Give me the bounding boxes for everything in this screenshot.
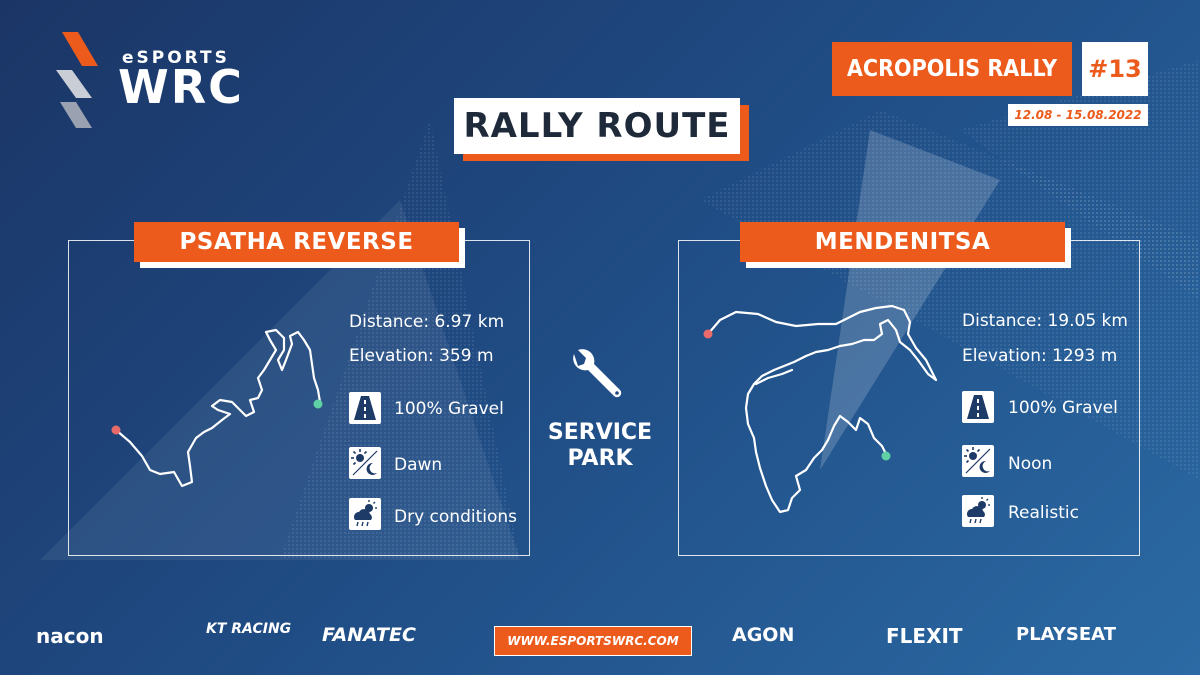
stage-weather: Realistic xyxy=(1008,503,1079,523)
weather-icon xyxy=(349,498,381,530)
stage-map-psatha xyxy=(111,328,323,488)
event-dates: 12.08 - 15.08.2022 xyxy=(1008,104,1148,126)
service-park-label: SERVICE PARK xyxy=(540,420,660,472)
logo-esports-text: eSPORTS xyxy=(122,48,230,68)
stage-name-psatha: PSATHA REVERSE xyxy=(134,222,459,262)
weather-icon xyxy=(962,495,994,527)
sponsor-playseat-logo: PLAYSEAT xyxy=(1016,624,1116,645)
finish-marker xyxy=(313,399,323,409)
road-icon xyxy=(349,392,381,424)
stage-name-mendenitsa: MENDENITSA xyxy=(740,222,1065,262)
stage-elevation: Elevation: 359 m xyxy=(349,346,494,366)
stage-surface: 100% Gravel xyxy=(394,399,504,419)
finish-marker xyxy=(881,451,891,461)
stage-weather: Dry conditions xyxy=(394,507,518,527)
sponsor-fanatec-logo: FANATEC xyxy=(322,624,416,646)
stage-surface: 100% Gravel xyxy=(1008,398,1118,418)
stage-distance: Distance: 19.05 km xyxy=(962,311,1128,331)
stage-map-mendenitsa xyxy=(703,304,938,514)
sponsor-agon-logo: AGON xyxy=(732,624,795,646)
road-icon xyxy=(962,391,994,423)
page-title: RALLY ROUTE xyxy=(454,98,740,154)
sponsor-kt-racing-logo: KT RACING xyxy=(206,621,292,637)
start-marker xyxy=(111,425,121,435)
wrench-icon xyxy=(573,349,622,398)
event-number: #13 xyxy=(1082,42,1148,96)
time-of-day-icon xyxy=(962,445,994,477)
event-name: ACROPOLIS RALLY xyxy=(832,42,1072,96)
start-marker xyxy=(703,329,713,339)
service-line-1: SERVICE xyxy=(547,420,653,445)
stage-time: Noon xyxy=(1008,454,1053,474)
stage-time: Dawn xyxy=(394,455,443,475)
website-link[interactable]: WWW.ESPORTSWRC.COM xyxy=(494,626,692,656)
sponsor-nacon-logo: nacon xyxy=(36,624,104,648)
time-of-day-icon xyxy=(349,447,381,479)
sponsor-flexit-logo: FLEXIT xyxy=(886,624,963,648)
logo-wrc-text: WRC xyxy=(118,60,244,114)
stage-elevation: Elevation: 1293 m xyxy=(962,346,1118,366)
service-line-2: PARK xyxy=(567,446,633,471)
stage-distance: Distance: 6.97 km xyxy=(349,312,505,332)
wrc-logo-mark xyxy=(56,32,98,128)
